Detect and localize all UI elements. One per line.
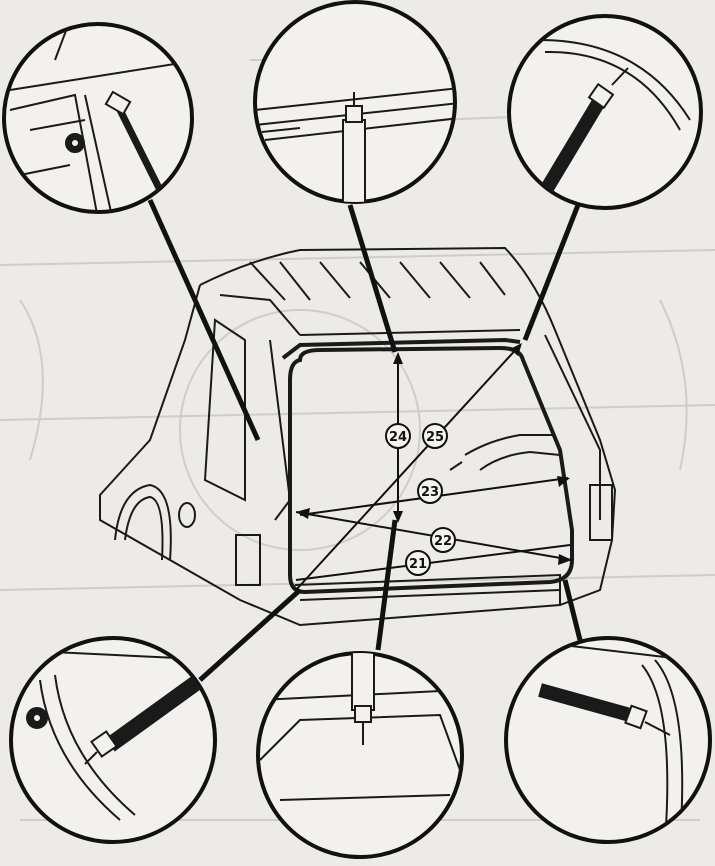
callout-21: 21: [405, 550, 431, 576]
callout-24: 24: [385, 423, 411, 449]
leader-lines: [147, 198, 583, 682]
callout-23: 23: [417, 478, 443, 504]
detail-view-bottom-right: [504, 636, 712, 844]
tailgate-opening: [281, 337, 574, 595]
svg-text:25: 25: [426, 430, 444, 445]
svg-text:24: 24: [389, 430, 407, 445]
svg-text:22: 22: [434, 534, 452, 549]
svg-text:21: 21: [409, 557, 427, 572]
detail-view-top-center: [253, 0, 457, 204]
detail-view-bottom-left: [9, 636, 217, 844]
detail-view-bottom-center: [256, 651, 464, 859]
svg-text:23: 23: [421, 485, 439, 500]
callout-22: 22: [430, 527, 456, 553]
vehicle-body: [99, 246, 617, 627]
measurement-arrowheads: [296, 343, 572, 565]
callout-25: 25: [422, 423, 448, 449]
detail-view-top-right: [507, 14, 703, 210]
detail-view-top-left: [2, 22, 194, 214]
